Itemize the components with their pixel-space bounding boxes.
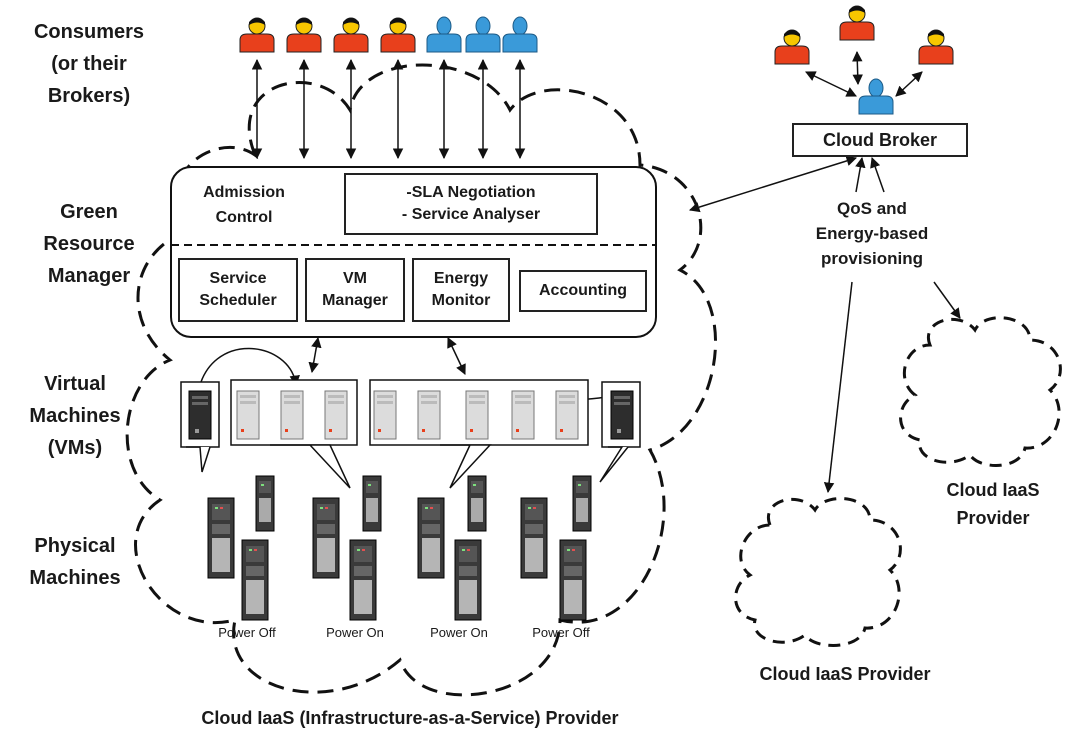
cloud-bottom [734,497,902,647]
server-icon [454,539,482,621]
server-icon [312,497,340,579]
consumer-icon [239,17,275,53]
server-icon [417,497,445,579]
server-icon [572,475,592,532]
consumers-label: Consumers (or their Brokers) [33,21,145,107]
consumer-icon [918,29,954,65]
cloud-broker-box: Cloud Broker [792,123,968,157]
server-icon [559,539,587,621]
vm-icon [236,390,260,440]
consumer-icon [774,29,810,65]
vm-manager-box: VM Manager [305,258,405,322]
vm-icon [417,390,441,440]
server-icon [520,497,548,579]
vm-icon [511,390,535,440]
server-icon [241,539,269,621]
vm-icon [555,390,579,440]
pms-label: Physical Machines [29,535,121,589]
broker-icon [502,16,538,53]
cloud-right [899,316,1062,467]
vms-label: Virtual Machines (VMs) [29,373,121,459]
main-provider-label: Cloud IaaS (Infrastructure-as-a-Service)… [201,708,619,728]
consumer-icon [380,17,416,53]
provider-bottom-label: Cloud IaaS Provider [759,664,931,684]
provider-right-label: Cloud IaaS Provider [946,480,1040,528]
broker-icon [858,78,894,115]
vm-icon [610,390,634,440]
power-state-label: Power Off [532,625,590,640]
server-icon [349,539,377,621]
vm-icon [324,390,348,440]
server-icon [467,475,487,532]
consumer-icon [333,17,369,53]
accounting-box: Accounting [519,270,647,312]
power-state-label: Power On [326,625,384,640]
power-state-label: Power On [430,625,488,640]
server-icon [255,475,275,532]
vm-icon [280,390,304,440]
provisioning-label: QoS and Energy-based provisioning [815,199,929,268]
broker-icon [426,16,462,53]
grm-label: Green Resource Manager [43,201,135,287]
server-icon [207,497,235,579]
vm-icon [373,390,397,440]
server-icon [362,475,382,532]
vm-icon [188,390,212,440]
power-state-label: Power Off [218,625,276,640]
energy-monitor-box: Energy Monitor [412,258,510,322]
service-scheduler-box: Service Scheduler [178,258,298,322]
sla-negotiation-box: -SLA Negotiation - Service Analyser [344,173,598,235]
broker-icon [465,16,501,53]
admission-control: Admission Control [203,184,285,226]
consumer-icon [286,17,322,53]
consumer-icon [839,5,875,41]
vm-icon [465,390,489,440]
